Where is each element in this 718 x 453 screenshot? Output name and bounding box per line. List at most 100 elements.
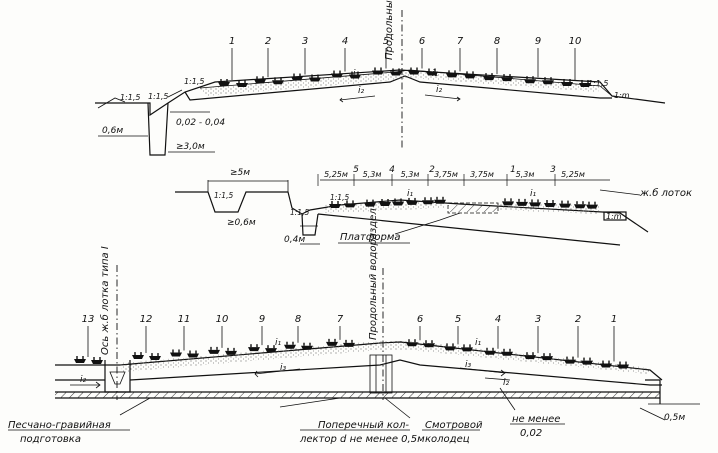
bottom-gradient-1: i₁ [275, 338, 282, 348]
middle-tie-9 [502, 198, 514, 206]
top-track-number-2: 2 [265, 36, 271, 78]
svg-text:10: 10 [569, 36, 582, 47]
middle-tie-8 [434, 196, 446, 204]
middle-slope-3: 1:1,5 [330, 193, 349, 202]
svg-text:3: 3 [535, 314, 541, 325]
top-tie-2-a [254, 76, 266, 84]
top-tie-1-b [236, 80, 248, 87]
bottom-tie-6-b [423, 340, 435, 348]
middle-dim-1: 5,25м [324, 170, 348, 179]
bottom-sand-gravel-1: Песчано-гравийная [8, 420, 111, 431]
bottom-tie-13-a [74, 356, 86, 363]
bottom-min-slope-2: 0,02 [520, 428, 542, 439]
top-slope-4: 1:1,5 [588, 79, 609, 88]
middle-tie-10 [516, 198, 528, 206]
middle-gradient-2: i₁ [530, 189, 537, 199]
top-tie-7-a [446, 70, 458, 78]
svg-text:6: 6 [417, 314, 423, 325]
top-tie-9-b [542, 77, 554, 85]
bottom-track-number-12: 12 [140, 314, 152, 354]
bottom-watershed-label: Продольный водораздел [368, 208, 379, 340]
bottom-track-number-6: 6 [417, 314, 423, 341]
bottom-tie-2-a [564, 356, 576, 364]
top-gradient-3: i₂ [358, 86, 365, 96]
svg-text:6: 6 [419, 36, 425, 47]
bottom-track-number-1: 1 [611, 314, 617, 362]
bottom-track-number-4: 4 [495, 314, 501, 349]
bottom-tie-9-a [248, 344, 260, 352]
svg-text:1: 1 [611, 314, 617, 325]
middle-dim-5: 3,75м [470, 170, 494, 179]
middle-tray-label: ж.б лоток [639, 187, 692, 199]
top-track-number-5: 5 [383, 36, 389, 69]
bottom-well-2: колодец [425, 434, 470, 445]
top-tie-2-b [272, 77, 284, 85]
middle-tie-4 [379, 199, 391, 206]
svg-text:1: 1 [229, 36, 235, 47]
bottom-tie-11-a [170, 349, 182, 357]
bottom-tie-13-b [91, 357, 103, 364]
middle-tie-13 [559, 200, 571, 208]
bottom-axis-label: Ось ж.б лотка типа I [99, 246, 111, 355]
bottom-tie-1-b [617, 361, 629, 369]
middle-track-number-3: 3 [550, 165, 556, 175]
bottom-track-number-8: 8 [295, 314, 301, 343]
top-tie-8-a [483, 73, 495, 81]
middle-tie-6 [406, 197, 418, 205]
middle-gradient-1: i₁ [407, 189, 414, 199]
bottom-tie-4-a [484, 347, 496, 355]
svg-text:9: 9 [259, 314, 265, 325]
bottom-gradient-2: i₁ [475, 338, 482, 348]
bottom-tie-10-a [208, 346, 220, 354]
middle-track-number-5: 5 [353, 165, 359, 175]
middle-tie-11 [529, 199, 541, 207]
svg-text:8: 8 [494, 36, 500, 47]
top-dim-slope: 0,02 - 0,04 [176, 118, 225, 128]
bottom-tie-5-a [444, 343, 456, 351]
bottom-tie-11-b [187, 350, 199, 358]
top-tie-3-b [309, 74, 321, 82]
top-section [95, 10, 666, 156]
bottom-track-number-7: 7 [337, 314, 344, 340]
middle-dim-2: 5,3м [363, 170, 382, 179]
svg-text:2: 2 [265, 36, 271, 47]
middle-track-number-2: 2 [429, 165, 435, 175]
middle-slope-1: 1:1,5 [214, 191, 233, 200]
svg-text:7: 7 [457, 36, 464, 47]
svg-text:13: 13 [82, 314, 95, 325]
bottom-well-1: Смотровой [425, 420, 483, 431]
bottom-tie-10-b [225, 347, 237, 355]
top-track-number-4: 4 [342, 36, 348, 72]
middle-track-number-4: 4 [389, 165, 395, 175]
top-tie-10-b [579, 79, 591, 87]
bottom-gradient-4: i₃ [280, 363, 287, 373]
bottom-dim-05: 0,5м [664, 413, 685, 423]
top-tie-1-a [218, 79, 230, 86]
middle-slope-m: 1:m [606, 212, 622, 221]
top-watershed-label: Продольный водораздел [384, 0, 395, 60]
bottom-tie-3-b [541, 353, 553, 361]
top-tie-5-b [390, 68, 402, 76]
middle-tie-2 [344, 200, 356, 208]
bottom-track-number-5: 5 [455, 314, 461, 345]
bottom-gradient-3: i₂ [80, 375, 87, 385]
bottom-tie-12-a [132, 352, 144, 360]
svg-text:4: 4 [342, 36, 348, 47]
svg-text:3: 3 [302, 36, 308, 47]
bottom-min-slope-1: не менее [512, 414, 560, 425]
bottom-track-number-10: 10 [216, 314, 228, 348]
bottom-tie-8-b [301, 342, 313, 350]
top-track-number-8: 8 [494, 36, 500, 75]
top-slope-3: 1:1,5 [184, 77, 205, 86]
top-tie-5-a [372, 67, 384, 75]
middle-dim-4: 3,75м [434, 170, 458, 179]
middle-tie-3 [364, 199, 376, 207]
bottom-track-number-13: 13 [82, 314, 95, 357]
top-track-number-7: 7 [457, 36, 464, 72]
svg-text:2: 2 [575, 314, 581, 325]
bottom-tie-8-a [284, 341, 296, 349]
top-tie-6-b [426, 68, 438, 76]
